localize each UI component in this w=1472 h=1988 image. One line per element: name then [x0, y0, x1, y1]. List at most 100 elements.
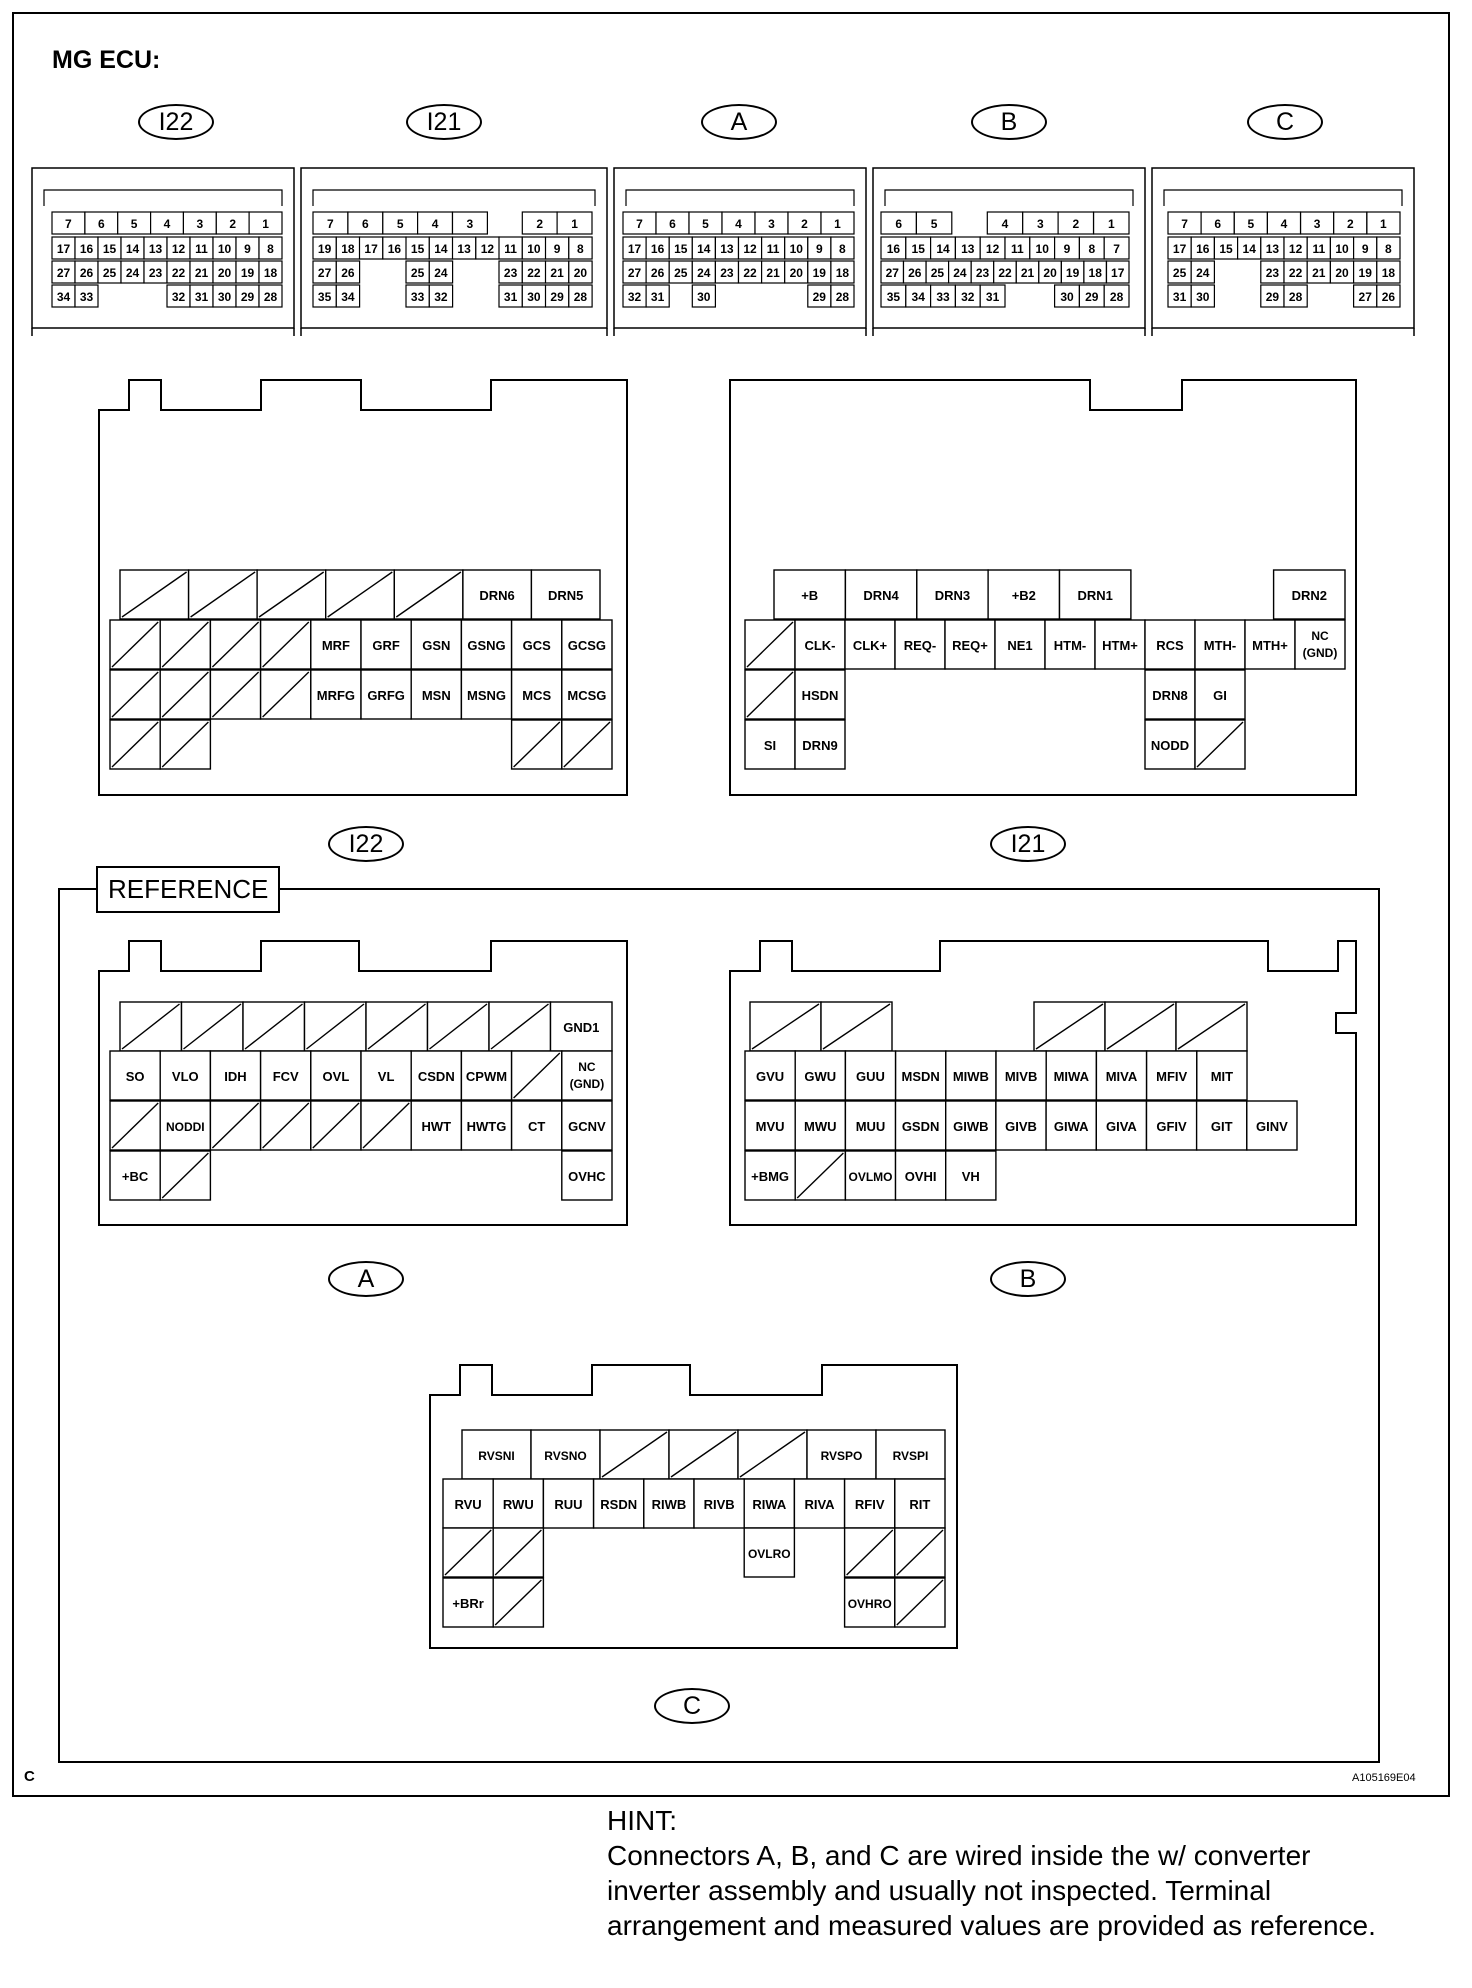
- pin-number: 15: [912, 242, 926, 256]
- pin-cell: [1283, 284, 1308, 308]
- unused-terminal-slash: [211, 1102, 260, 1149]
- pin-number: 27: [318, 266, 332, 280]
- pin-cell: [979, 284, 1006, 308]
- terminal-name: GCSG: [568, 638, 606, 653]
- unused-terminal-slash: [896, 1529, 944, 1576]
- pin-number: 4: [735, 217, 742, 231]
- terminal-name: VH: [962, 1169, 980, 1184]
- terminal-cell: [159, 1050, 212, 1101]
- unused-terminal-slash: [161, 621, 209, 668]
- unused-terminal-slash: [262, 671, 310, 718]
- pin-number: 8: [1088, 242, 1095, 256]
- terminal-cell: [743, 1478, 796, 1529]
- terminal-name: DRN4: [863, 588, 899, 603]
- unused-terminal-slash: [362, 1102, 410, 1149]
- terminal-name: NC: [578, 1060, 596, 1074]
- pin-number: 8: [839, 242, 846, 256]
- pin-number: 2: [229, 217, 236, 231]
- pin-number: 5: [1248, 217, 1255, 231]
- pin-number: 28: [1110, 290, 1124, 304]
- pin-number: 16: [651, 242, 665, 256]
- terminal-cell: [844, 1100, 897, 1151]
- pin-number: 2: [801, 217, 808, 231]
- pin-number: 19: [1066, 266, 1080, 280]
- unused-terminal-slash: [183, 1003, 242, 1050]
- terminal-cell: [561, 1050, 613, 1101]
- pin-number: 19: [318, 242, 332, 256]
- pin-number: 35: [887, 290, 901, 304]
- terminal-cell: [561, 669, 613, 720]
- pin-number: 3: [197, 217, 204, 231]
- terminal-cell: [944, 619, 996, 670]
- terminal-cell: [743, 1527, 796, 1578]
- unused-terminal-slash: [111, 671, 159, 718]
- unused-terminal-slash: [846, 1529, 894, 1576]
- pin-number: 26: [651, 266, 665, 280]
- terminal-cell: [945, 1100, 997, 1151]
- unused-terminal-slash: [746, 671, 794, 718]
- unused-terminal-slash: [670, 1431, 737, 1478]
- pin-number: 16: [1196, 242, 1210, 256]
- terminal-name: NODDI: [166, 1120, 205, 1134]
- terminal-cell: [460, 1100, 513, 1151]
- unused-terminal-slash: [429, 1003, 488, 1050]
- pin-number: 9: [1362, 242, 1369, 256]
- pin-number: 26: [80, 266, 94, 280]
- pin-cell: [691, 284, 716, 308]
- terminal-cell: [530, 1429, 601, 1480]
- hint-text: Connectors A, B, and C are wired inside …: [607, 1840, 1376, 1941]
- pin-number: 24: [126, 266, 140, 280]
- unused-terminal-slash: [796, 1152, 844, 1199]
- pin-number: 7: [1113, 242, 1120, 256]
- connector-shell: [98, 940, 628, 1226]
- terminal-cell: [1094, 619, 1146, 670]
- terminal-cell: [794, 669, 846, 720]
- terminal-cell: [744, 1150, 796, 1201]
- connector-label-c: C: [654, 1688, 730, 1724]
- unused-terminal-slash: [513, 1052, 561, 1099]
- pin-cell: [1103, 284, 1130, 308]
- pin-number: 8: [1385, 242, 1392, 256]
- terminal-name: +BRr: [452, 1596, 483, 1611]
- terminal-name: RIVB: [704, 1497, 735, 1512]
- pin-number: 23: [720, 266, 734, 280]
- terminal-cell: [159, 1100, 212, 1151]
- terminal-cell: [1144, 619, 1196, 670]
- terminal-name: GSDN: [902, 1119, 940, 1134]
- top-connector-key: [884, 189, 1134, 206]
- hint-note: HINT: Connectors A, B, and C are wired i…: [607, 1803, 1407, 1943]
- terminal-name: HWTG: [467, 1119, 507, 1134]
- pin-number: 11: [767, 242, 780, 256]
- pin-number: 27: [886, 266, 900, 280]
- unused-terminal-slash: [1106, 1003, 1175, 1050]
- pin-number: 5: [931, 217, 938, 231]
- terminal-name: VL: [378, 1069, 395, 1084]
- pin-number: 26: [341, 266, 355, 280]
- pin-number: 31: [195, 290, 209, 304]
- terminal-name: MIWA: [1054, 1069, 1090, 1084]
- terminal-name: MCSG: [567, 688, 606, 703]
- terminal-name: DRN3: [935, 588, 970, 603]
- terminal-cell: [360, 619, 412, 670]
- pin-number: 20: [218, 266, 232, 280]
- unused-terminal-slash: [367, 1003, 426, 1050]
- terminal-name: OVLMO: [849, 1170, 893, 1184]
- terminal-name: GIWA: [1054, 1119, 1089, 1134]
- terminal-name: CSDN: [418, 1069, 455, 1084]
- terminal-name: CLK-: [804, 638, 835, 653]
- pin-number: 18: [1089, 266, 1103, 280]
- terminal-name: RUU: [554, 1497, 582, 1512]
- terminal-cell: [843, 1478, 896, 1529]
- pin-number: 7: [1181, 217, 1188, 231]
- pin-number: 8: [267, 242, 274, 256]
- pin-number: 29: [813, 290, 827, 304]
- terminal-cell: [442, 1577, 494, 1628]
- terminal-name: MIVA: [1106, 1069, 1138, 1084]
- pin-cell: [74, 284, 99, 308]
- unused-terminal-slash: [244, 1003, 303, 1050]
- pin-number: 10: [1335, 242, 1349, 256]
- terminal-name: GINV: [1256, 1119, 1288, 1134]
